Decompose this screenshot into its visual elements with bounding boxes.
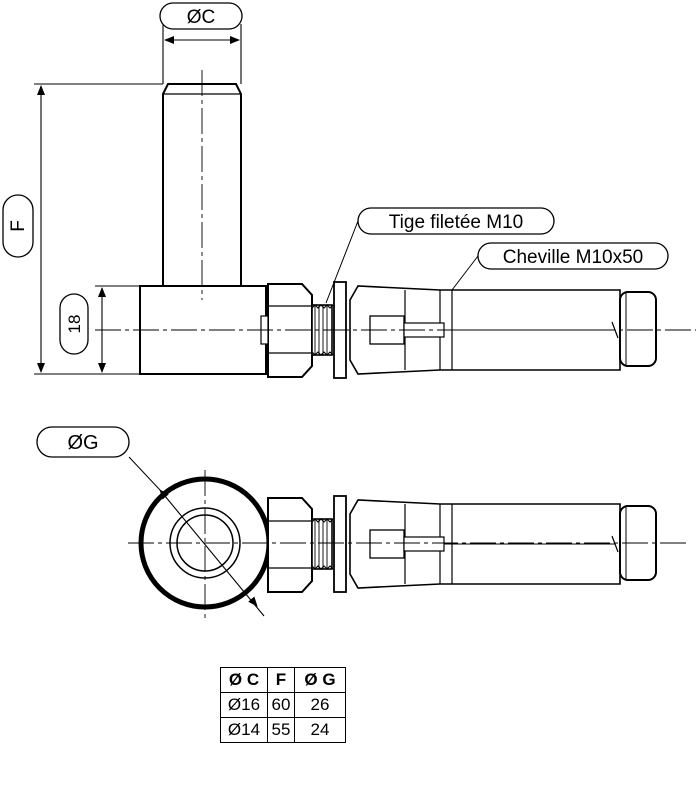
dimension-18 — [59, 285, 140, 375]
washer-top — [333, 495, 347, 593]
label-cheville: Cheville M10x50 — [503, 247, 643, 268]
top-view — [128, 470, 686, 620]
cell-f: 55 — [267, 717, 295, 743]
table-row: Ø16 60 26 — [220, 692, 346, 718]
callout-cheville — [451, 242, 669, 291]
dimension-table: Ø C F Ø G Ø16 60 26 Ø14 55 24 — [220, 667, 346, 743]
centre-lines-top — [128, 470, 686, 620]
cell-dia-c: Ø16 — [220, 692, 268, 718]
table-header-row: Ø C F Ø G — [220, 667, 346, 693]
label-dia-c: ØC — [187, 7, 216, 28]
label-f: F — [8, 220, 29, 232]
header-dia-c: Ø C — [220, 667, 268, 693]
centre-lines-side — [95, 70, 696, 331]
table-row: Ø14 55 24 — [220, 717, 346, 743]
dimension-dia-g — [36, 426, 265, 617]
threaded-rod-top — [311, 518, 334, 570]
label-dia-g: ØG — [67, 432, 98, 454]
cell-dia-g: 26 — [294, 692, 346, 718]
cell-dia-g: 24 — [294, 717, 346, 743]
cell-dia-c: Ø14 — [220, 717, 268, 743]
dimension-dia-c — [159, 2, 243, 84]
anchor-top — [349, 499, 657, 589]
label-18: 18 — [65, 315, 84, 334]
cell-f: 60 — [267, 692, 295, 718]
hex-nut — [260, 283, 313, 378]
dimension-f — [2, 83, 163, 375]
callout-tige — [325, 207, 555, 304]
side-view — [95, 70, 696, 379]
hex-nut-top — [267, 497, 313, 593]
header-dia-g: Ø G — [294, 667, 346, 693]
header-f: F — [267, 667, 295, 693]
label-tige: Tige filetée M10 — [389, 212, 523, 233]
